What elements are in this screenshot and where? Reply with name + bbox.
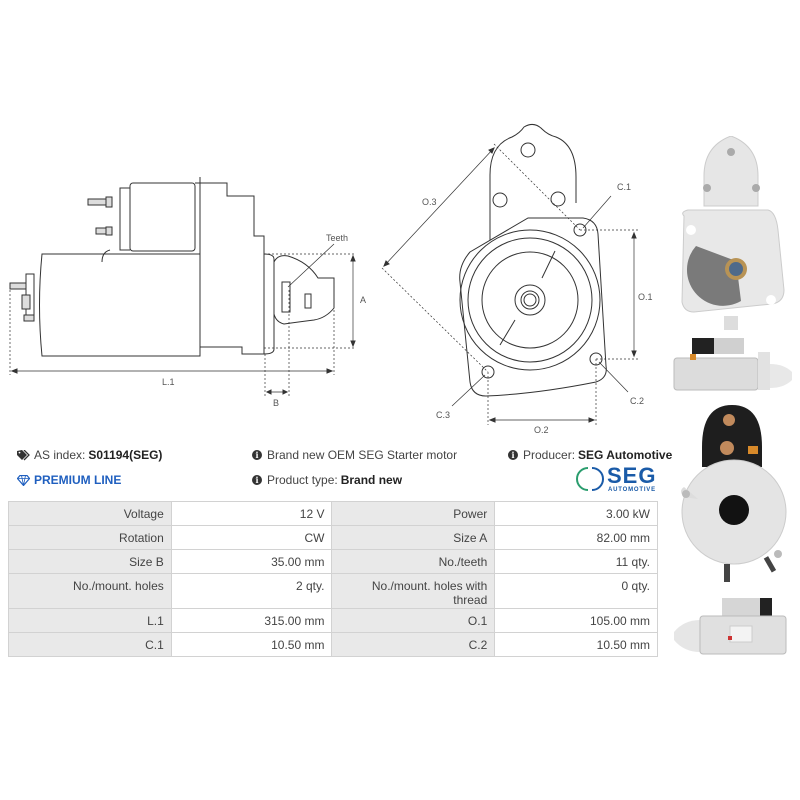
product-photo-side-2[interactable] (670, 596, 795, 658)
spec-value: 0 qty. (494, 573, 658, 609)
product-type-line: i Product type: Brand new (252, 473, 402, 487)
info-icon: i (508, 450, 518, 460)
producer-value: SEG Automotive (578, 448, 673, 462)
spec-label: L.1 (8, 608, 172, 633)
table-row: Rotation CW Size A 82.00 mm (8, 525, 658, 550)
description-text: Brand new OEM SEG Starter motor (267, 448, 458, 462)
spec-label: C.2 (331, 632, 496, 657)
o1-label: O.1 (638, 292, 653, 302)
spec-label: No./mount. holes with thread (331, 573, 496, 609)
info-icon: i (252, 450, 262, 460)
side-view-drawing: Teeth A B L.1 (9, 177, 366, 408)
l1-label: L.1 (162, 377, 175, 387)
as-index-value: S01194(SEG) (88, 448, 163, 462)
product-photo-rear[interactable] (674, 402, 789, 592)
info-icon: i (252, 475, 262, 485)
producer-label: Producer: (523, 448, 576, 462)
tags-icon (17, 449, 30, 460)
c1-label: C.1 (617, 182, 631, 192)
spec-value: CW (170, 525, 333, 550)
specs-table: Voltage 12 V Power 3.00 kW Rotation CW S… (8, 501, 658, 657)
spec-value: 11 qty. (494, 549, 658, 574)
description-line: i Brand new OEM SEG Starter motor (252, 448, 457, 462)
spec-label: Power (331, 501, 496, 526)
o2-label: O.2 (534, 425, 549, 435)
spec-value: 35.00 mm (170, 549, 333, 574)
c2-label: C.2 (630, 396, 644, 406)
producer-line: i Producer: SEG Automotive (508, 448, 672, 462)
size-a-label: A (360, 295, 366, 305)
spec-label: C.1 (8, 632, 172, 657)
spec-label: O.1 (331, 608, 496, 633)
spec-label: Size B (8, 549, 172, 574)
seg-ring-icon (576, 467, 604, 491)
teeth-label: Teeth (326, 233, 348, 243)
product-type-value: Brand new (340, 473, 403, 487)
product-type-label: Product type: (267, 473, 338, 487)
spec-label: Size A (331, 525, 496, 550)
spec-value: 82.00 mm (494, 525, 658, 550)
spec-label: Voltage (8, 501, 172, 526)
c3-label: C.3 (436, 410, 450, 420)
spec-value: 2 qty. (170, 573, 333, 609)
table-row: Voltage 12 V Power 3.00 kW (8, 501, 658, 526)
front-view-drawing: C.1 C.2 C.3 O.1 O.2 O.3 (381, 123, 653, 435)
spec-label: No./mount. holes (8, 573, 172, 609)
product-photo-front[interactable] (674, 136, 789, 331)
table-row: No./mount. holes 2 qty. No./mount. holes… (8, 573, 658, 609)
table-row: Size B 35.00 mm No./teeth 11 qty. (8, 549, 658, 574)
as-index: AS index: S01194(SEG) (17, 448, 162, 462)
premium-line-badge: PREMIUM LINE (17, 473, 121, 487)
product-photo-side-1[interactable] (670, 328, 795, 398)
spec-value: 10.50 mm (170, 632, 333, 657)
size-b-label: B (273, 398, 279, 408)
seg-logo-subtext: AUTOMOTIVE (608, 487, 656, 493)
seg-automotive-logo: SEG AUTOMOTIVE (574, 463, 664, 495)
spec-value: 105.00 mm (494, 608, 658, 633)
spec-value: 315.00 mm (170, 608, 333, 633)
table-row: L.1 315.00 mm O.1 105.00 mm (8, 608, 658, 633)
premium-line-label: PREMIUM LINE (34, 473, 122, 487)
seg-logo-text: SEG (607, 463, 657, 488)
diamond-icon (17, 474, 30, 486)
as-index-label: AS index: (34, 448, 86, 462)
spec-value: 10.50 mm (494, 632, 658, 657)
spec-label: No./teeth (331, 549, 496, 574)
table-row: C.1 10.50 mm C.2 10.50 mm (8, 632, 658, 657)
spec-value: 12 V (170, 501, 333, 526)
spec-label: Rotation (8, 525, 172, 550)
spec-value: 3.00 kW (494, 501, 658, 526)
o3-label: O.3 (422, 197, 437, 207)
